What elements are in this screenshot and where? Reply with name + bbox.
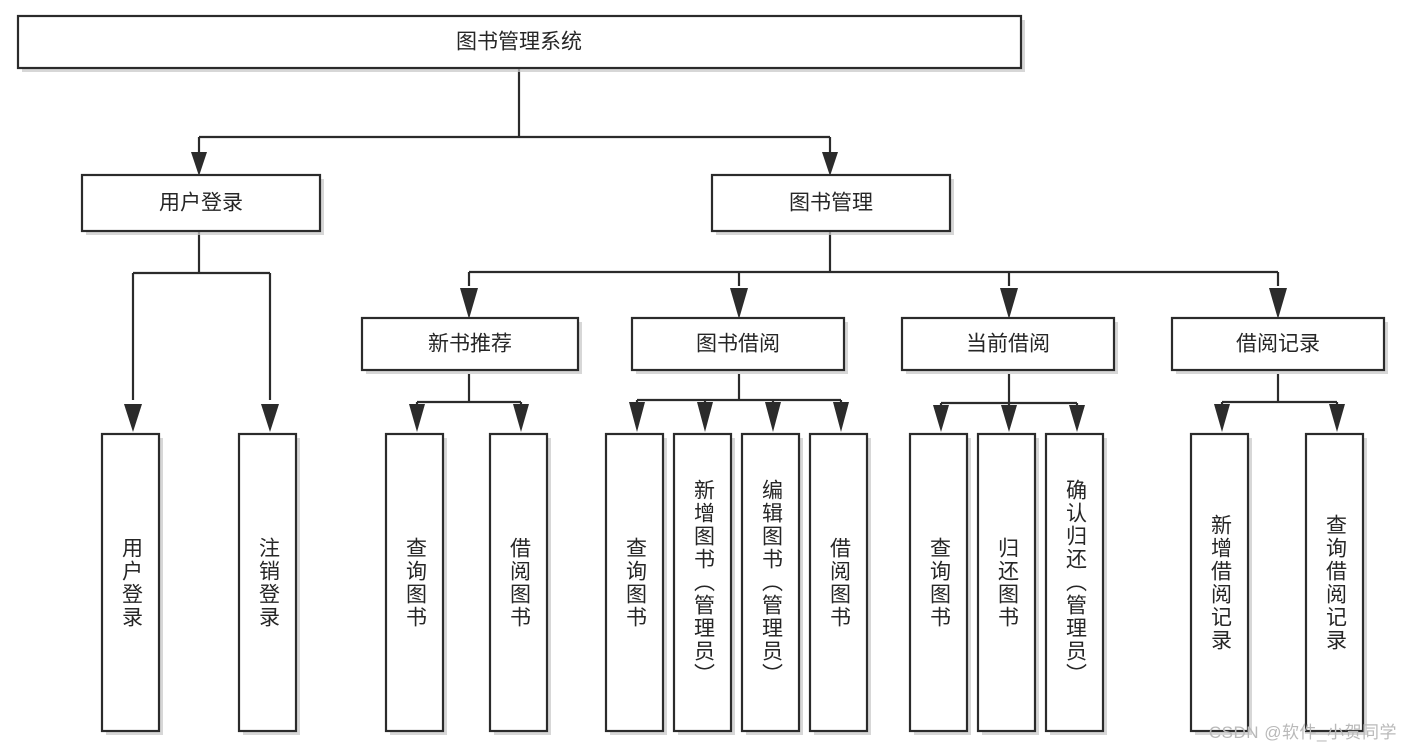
node-leaf-user-login[interactable] — [100, 432, 161, 733]
node-book-borrow[interactable] — [630, 316, 846, 372]
label-borrow-record: 借阅记录 — [1236, 333, 1320, 356]
arrowhead-leaf-add-book — [697, 402, 713, 432]
node-leaf-borrow-book-1[interactable] — [488, 432, 549, 733]
arrowhead-leaf-user-login — [124, 404, 142, 432]
arrowhead-user-login — [191, 152, 207, 176]
arrowhead-leaf-confirm-return — [1069, 405, 1085, 432]
arrowhead-borrow-record — [1269, 288, 1287, 319]
arrowhead-current-borrow — [1000, 288, 1018, 319]
node-leaf-query-book-1[interactable] — [384, 432, 445, 733]
arrowhead-book-mgmt — [822, 152, 838, 176]
node-new-book-rec[interactable] — [360, 316, 580, 372]
node-leaf-query-record[interactable] — [1304, 432, 1365, 733]
arrowhead-leaf-query-book-1 — [409, 404, 425, 432]
box-layer — [16, 14, 1386, 733]
arrowhead-leaf-borrow-book-2 — [833, 402, 849, 432]
horizontal-label-layer: 图书管理系统 用户登录 图书管理 新书推荐 图书借阅 当前借阅 借阅记录 — [159, 31, 1320, 356]
node-leaf-query-book-3[interactable] — [908, 432, 969, 733]
label-user-login: 用户登录 — [159, 192, 243, 215]
label-book-borrow: 图书借阅 — [696, 333, 780, 356]
node-leaf-logout[interactable] — [237, 432, 298, 733]
label-new-book-rec: 新书推荐 — [428, 333, 512, 356]
arrowhead-leaf-logout — [261, 404, 279, 432]
arrowhead-leaf-query-book-2 — [629, 402, 645, 432]
arrowhead-leaf-query-record — [1329, 404, 1345, 432]
node-borrow-record[interactable] — [1170, 316, 1386, 372]
label-book-mgmt: 图书管理 — [789, 192, 873, 215]
arrowhead-book-borrow — [730, 288, 748, 319]
watermark-text: CSDN @软件_小贺同学 — [1208, 723, 1397, 742]
arrowhead-leaf-add-record — [1214, 404, 1230, 432]
node-leaf-borrow-book-2[interactable] — [808, 432, 869, 733]
node-leaf-query-book-2[interactable] — [604, 432, 665, 733]
node-leaf-return-book[interactable] — [976, 432, 1037, 733]
node-book-mgmt[interactable] — [710, 173, 952, 233]
node-root[interactable] — [16, 14, 1023, 70]
node-leaf-confirm-return[interactable] — [1044, 432, 1105, 733]
arrowhead-new-book-rec — [460, 288, 478, 319]
arrowhead-leaf-borrow-book-1 — [513, 404, 529, 432]
arrowhead-leaf-return-book — [1001, 405, 1017, 432]
arrowhead-leaf-edit-book — [765, 402, 781, 432]
arrowhead-leaf-query-book-3 — [933, 405, 949, 432]
node-leaf-add-record[interactable] — [1189, 432, 1250, 733]
node-user-login[interactable] — [80, 173, 322, 233]
node-leaf-edit-book[interactable] — [740, 432, 801, 733]
label-root: 图书管理系统 — [456, 31, 582, 54]
node-current-borrow[interactable] — [900, 316, 1116, 372]
node-leaf-add-book[interactable] — [672, 432, 733, 733]
connector-layer — [124, 69, 1345, 432]
label-current-borrow: 当前借阅 — [966, 333, 1050, 356]
